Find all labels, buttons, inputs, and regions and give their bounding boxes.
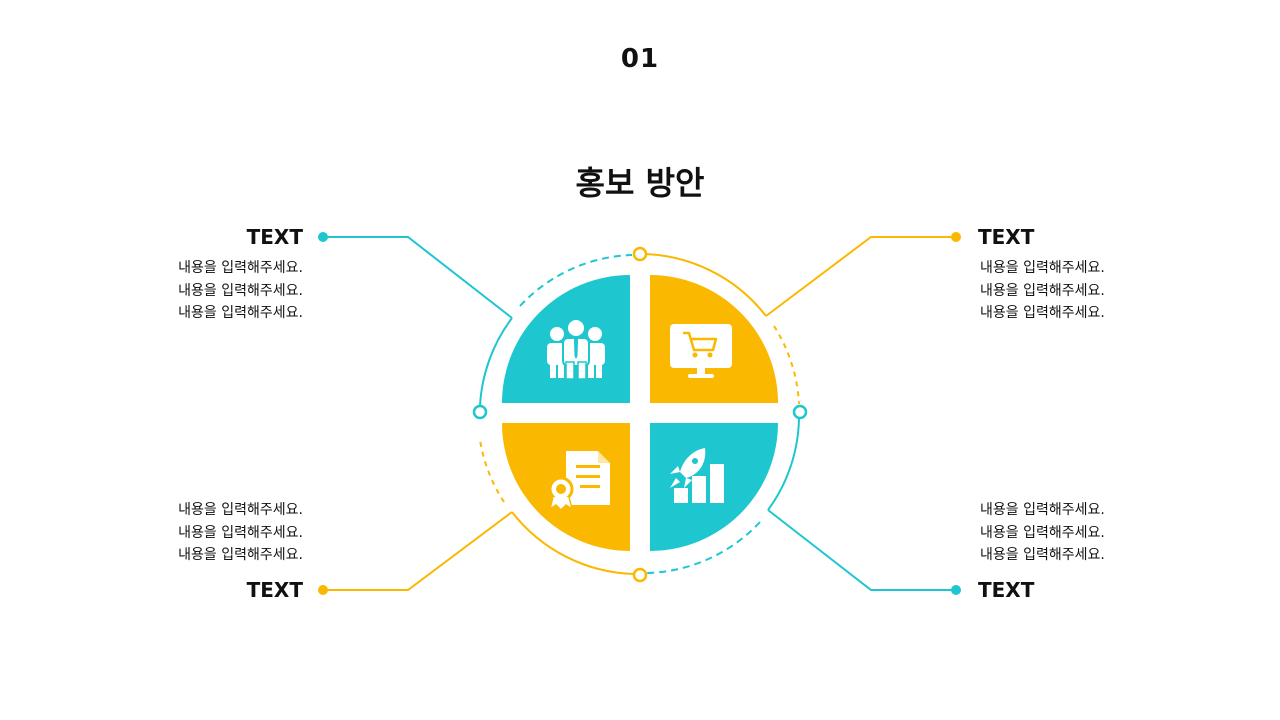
description-line: 내용을 입력해주세요.	[980, 260, 1105, 276]
outer-arc-top-right-dashed	[773, 325, 800, 405]
description-bottom-left: 내용을 입력해주세요. 내용을 입력해주세요. 내용을 입력해주세요.	[150, 499, 303, 567]
connector-dot-top-right	[951, 232, 961, 242]
certificate-icon	[548, 451, 610, 512]
monitor-cart-icon	[670, 324, 732, 378]
description-line: 내용을 입력해주세요.	[980, 547, 1105, 563]
outer-arc-bottom-dashed	[645, 521, 761, 574]
description-top-right: 내용을 입력해주세요. 내용을 입력해주세요. 내용을 입력해주세요.	[980, 257, 1140, 325]
ring-node-right	[792, 404, 808, 420]
description-bottom-right: 내용을 입력해주세요. 내용을 입력해주세요. 내용을 입력해주세요.	[980, 499, 1140, 567]
outer-arc-top-right	[639, 253, 767, 317]
description-line: 내용을 입력해주세요.	[980, 305, 1105, 321]
outer-arc-top-dashed	[519, 254, 633, 307]
description-line: 내용을 입력해주세요.	[178, 524, 303, 541]
description-line: 내용을 입력해주세요.	[178, 305, 303, 321]
page-title: 홍보 방안	[575, 164, 705, 202]
label-top-left: TEXT	[246, 225, 303, 249]
connector-top-right	[765, 236, 956, 317]
label-bottom-right: TEXT	[978, 578, 1035, 602]
description-line: 내용을 입력해주세요.	[980, 282, 1105, 299]
connector-top-left	[323, 236, 513, 319]
rocket-chart-icon	[670, 448, 724, 503]
connector-dot-top-left	[318, 232, 328, 242]
description-line: 내용을 입력해주세요.	[980, 524, 1105, 541]
description-line: 내용을 입력해주세요.	[178, 547, 303, 563]
ring-node-bottom	[632, 567, 648, 583]
connector-dot-bottom-left	[318, 585, 328, 595]
connector-bottom-left	[323, 511, 513, 591]
ring-node-left	[472, 404, 488, 420]
team-icon	[547, 318, 605, 380]
connector-bottom-right	[767, 509, 956, 591]
description-line: 내용을 입력해주세요.	[980, 502, 1105, 518]
page-number: 01	[620, 44, 660, 74]
label-bottom-left: TEXT	[246, 578, 303, 602]
description-line: 내용을 입력해주세요.	[178, 282, 303, 299]
ring-node-top	[632, 246, 648, 262]
description-line: 내용을 입력해주세요.	[178, 502, 303, 518]
description-line: 내용을 입력해주세요.	[178, 260, 303, 276]
outer-arc-bottom-left	[511, 511, 635, 575]
outer-arc-left-dashed	[479, 439, 505, 503]
label-top-right: TEXT	[978, 225, 1035, 249]
outer-arc-bottom-right	[767, 417, 800, 511]
outer-arc-top-left	[479, 317, 513, 407]
connector-dot-bottom-right	[951, 585, 961, 595]
description-top-left: 내용을 입력해주세요. 내용을 입력해주세요. 내용을 입력해주세요.	[150, 257, 303, 325]
